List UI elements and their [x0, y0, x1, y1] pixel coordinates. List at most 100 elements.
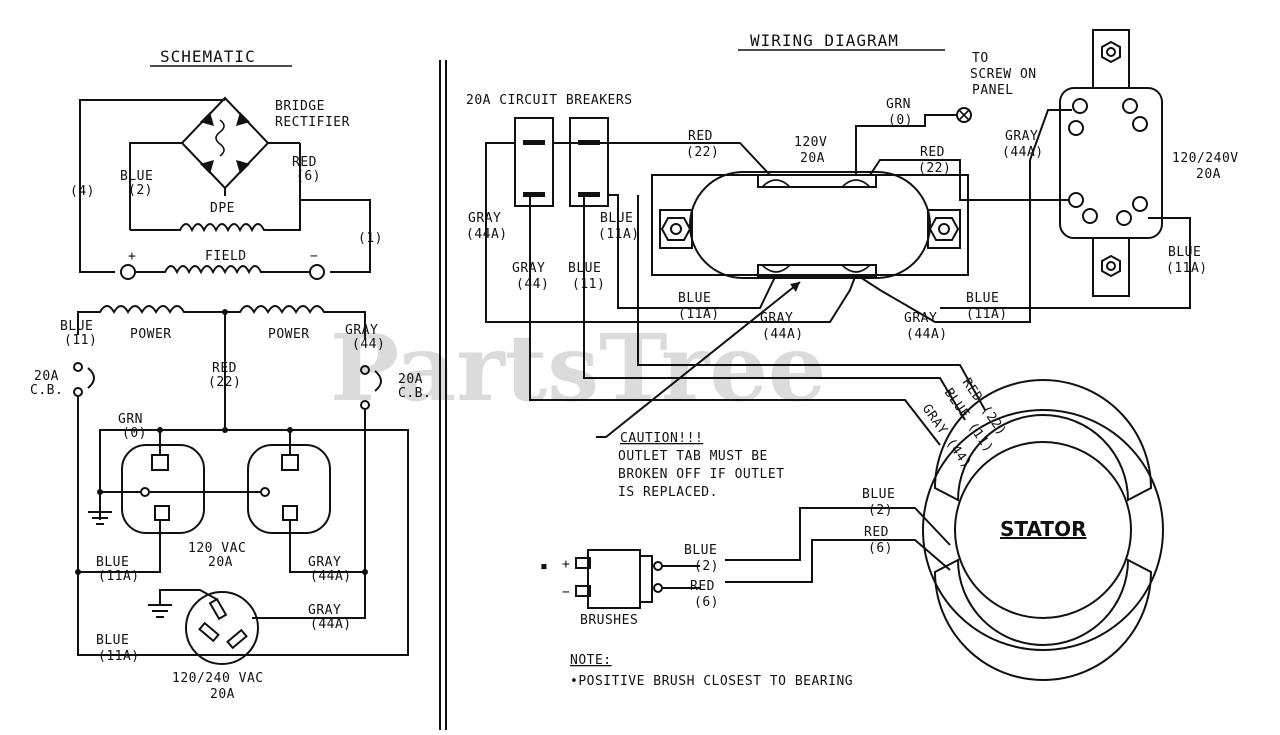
label-outlet240-b: 20A	[210, 687, 235, 702]
outlet-240v	[1059, 29, 1163, 297]
label-grn0w-b: (0)	[888, 113, 913, 128]
wire-1	[224, 143, 371, 273]
label-blue2-b: (2)	[128, 183, 153, 198]
label-blue2s-a: BLUE	[862, 487, 895, 502]
caution-line-1: OUTLET TAB MUST BE	[618, 449, 768, 464]
label-gray44a-low1-a: GRAY	[760, 311, 793, 326]
label-red6s-b: (6)	[868, 541, 893, 556]
breaker-tab	[523, 192, 545, 197]
gray44a-top-lead	[1029, 109, 1072, 161]
label-power-left: POWER	[130, 327, 172, 342]
schematic-title: SCHEMATIC	[160, 47, 256, 66]
label-blue11a-right-a: BLUE	[1168, 245, 1201, 260]
label-grn0-b: (0)	[122, 426, 147, 441]
node	[260, 487, 270, 497]
stator-label: STATOR	[1000, 517, 1086, 541]
outlet-120-right	[247, 430, 365, 573]
cb-left-arc	[87, 367, 95, 389]
label-gray44a1-b: (44A)	[310, 569, 352, 584]
red22-wire-a	[553, 142, 771, 176]
label-blue11a-low2-a: BLUE	[966, 291, 999, 306]
watermark: PartsTree	[330, 314, 826, 422]
label-gray44a-low2-a: GRAY	[904, 311, 937, 326]
label-blue2s-b: (2)	[868, 503, 893, 518]
brush-plus: +	[562, 557, 570, 572]
label-red6-a: RED	[292, 155, 317, 170]
label-gray44-a: GRAY	[345, 323, 378, 338]
label-120v: 120V	[794, 135, 827, 150]
schematic: SCHEMATIC BRIDGE RECTIFIER (4) BLUE (2) …	[30, 47, 431, 702]
caution-leader	[596, 281, 801, 438]
note-title: NOTE:	[570, 653, 612, 668]
label-grn0w-a: GRN	[886, 97, 911, 112]
label-plus: +	[128, 249, 136, 264]
label-gray44-a: GRAY	[512, 261, 545, 276]
caution-line-3: IS REPLACED.	[618, 485, 718, 500]
caution-line-2: BROKEN OFF IF OUTLET	[618, 467, 785, 482]
label-grn0-a: GRN	[118, 412, 143, 427]
wiring-title: WIRING DIAGRAM	[750, 31, 899, 50]
node	[140, 487, 150, 497]
red6-lead	[725, 539, 951, 583]
bridge-label-2: RECTIFIER	[275, 115, 350, 130]
breaker-tab	[578, 192, 600, 197]
label-blue11a2-a: BLUE	[96, 633, 129, 648]
label-red22b-a: RED	[920, 145, 945, 160]
brush-dot: ▪	[540, 559, 548, 574]
label-red6-b: (6)	[296, 169, 321, 184]
field-coil	[135, 265, 310, 275]
label-blue11-b: (11)	[572, 277, 605, 292]
label-red6b-b: (6)	[694, 595, 719, 610]
label-gray44a-left-b: (44A)	[466, 227, 508, 242]
label-blue11-a: BLUE	[60, 319, 93, 334]
label-red22-b: (22)	[208, 375, 241, 390]
label-gray44-b: (44)	[352, 337, 385, 352]
label-blue11-b: (11)	[64, 333, 97, 348]
stator-blue-lead	[583, 195, 966, 421]
outlet-120-left	[78, 430, 205, 573]
gray-wire	[300, 409, 366, 619]
grn-wire	[855, 114, 957, 175]
label-blue11a1-a: BLUE	[96, 555, 129, 570]
cb-right-arc	[374, 370, 382, 392]
label-blue11a-low-b: (11A)	[678, 307, 720, 322]
label-blue11a1-b: (11A)	[98, 569, 140, 584]
label-gray44-b: (44)	[516, 277, 549, 292]
wire-4	[79, 99, 225, 273]
blue11a-mid-wire	[608, 194, 776, 309]
label-gray44a2-a: GRAY	[308, 603, 341, 618]
label-red22b-b: (22)	[918, 161, 951, 176]
label-breakers: 20A CIRCUIT BREAKERS	[466, 93, 633, 108]
label-blue11a-mid-a: BLUE	[600, 211, 633, 226]
cb-left-bottom	[73, 387, 83, 397]
note-text: •POSITIVE BRUSH CLOSEST TO BEARING	[570, 674, 853, 689]
label-blue11a-right-b: (11A)	[1166, 261, 1208, 276]
ground-icon	[88, 492, 112, 525]
outlet-120v	[651, 171, 969, 279]
label-red6s-a: RED	[864, 525, 889, 540]
cb-right-top	[360, 365, 370, 375]
red22-wire-b	[869, 159, 1068, 201]
node	[222, 427, 228, 433]
label-blue2b-a: BLUE	[684, 543, 717, 558]
label-dpe: DPE	[210, 201, 235, 216]
gray44a-top-wire	[859, 160, 1031, 323]
bridge-label-1: BRIDGE	[275, 99, 325, 114]
field-terminal-minus	[309, 264, 325, 280]
stator-gray-lead	[529, 195, 941, 446]
label-outlet120-a: 120 VAC	[188, 541, 246, 556]
breaker-tab	[523, 140, 545, 145]
label-240v: 120/240V	[1172, 151, 1239, 166]
label-gray44a-low2-b: (44A)	[906, 327, 948, 342]
gray44a-left-wire	[485, 142, 856, 323]
label-outlet240-a: 120/240 VAC	[172, 671, 264, 686]
label-red22a-a: RED	[688, 129, 713, 144]
breaker-1	[514, 117, 554, 207]
label-gray44a-left-a: GRAY	[468, 211, 501, 226]
caution-title: CAUTION!!!	[620, 431, 703, 446]
label-brushes: BRUSHES	[580, 613, 638, 628]
schematic-bus	[77, 396, 409, 656]
label-blue11a-mid-b: (11A)	[598, 227, 640, 242]
